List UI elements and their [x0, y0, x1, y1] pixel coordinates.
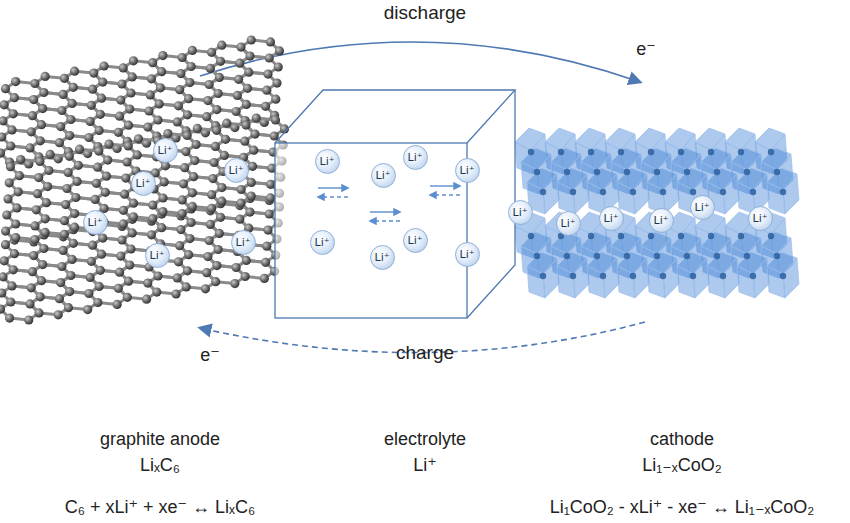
lithium-ion: Li⁺: [649, 208, 674, 233]
ion-label: Li⁺: [315, 237, 330, 248]
lithium-ion: Li⁺: [556, 211, 581, 236]
lithium-ion: Li⁺: [145, 243, 170, 268]
label-text: electrolyte: [384, 429, 466, 451]
lithium-ion: Li⁺: [371, 163, 396, 188]
lithium-ion: Li⁺: [310, 230, 335, 255]
lithium-ion: Li⁺: [508, 200, 533, 225]
label-text: charge: [396, 342, 454, 365]
label-text: e⁻: [636, 39, 656, 61]
ion-label: Li⁺: [460, 249, 475, 260]
lithium-ion: Li⁺: [599, 206, 624, 231]
ion-label: Li⁺: [460, 165, 475, 176]
ion-label: Li⁺: [236, 237, 251, 248]
label-text: Li₁₋ₓCoO₂: [642, 455, 722, 477]
discharge-arrow: [200, 42, 640, 82]
ion-label: Li⁺: [150, 250, 165, 261]
ion-label: Li⁺: [654, 215, 669, 226]
lithium-ion: Li⁺: [131, 171, 156, 196]
lithium-ion: Li⁺: [83, 210, 108, 235]
lithium-ion: Li⁺: [690, 195, 715, 220]
label-text: e⁻: [200, 345, 220, 367]
label-text: Li⁺: [413, 455, 437, 477]
ion-label: Li⁺: [561, 218, 576, 229]
ion-label: Li⁺: [695, 202, 710, 213]
lithium-ion: Li⁺: [455, 242, 480, 267]
ion-label: Li⁺: [158, 145, 173, 156]
lithium-ion: Li⁺: [153, 138, 178, 163]
lithium-ion: Li⁺: [315, 149, 340, 174]
label-text: C₆ + xLi⁺ + xe⁻ ↔ LiₓC₆: [65, 497, 256, 519]
cathode-layers: [515, 128, 799, 298]
ion-label: Li⁺: [320, 156, 335, 167]
ion-label: Li⁺: [229, 165, 244, 176]
ion-drift-arrows: [318, 186, 460, 221]
ion-label: Li⁺: [513, 207, 528, 218]
ion-label: Li⁺: [376, 170, 391, 181]
lithium-ion: Li⁺: [403, 228, 428, 253]
label-text: cathode: [650, 429, 714, 451]
electrolyte-box: [275, 90, 515, 318]
label-text: Li₁CoO₂ - xLi⁺ - xe⁻ ↔ Li₁₋ₓCoO₂: [550, 497, 815, 519]
ion-label: Li⁺: [136, 178, 151, 189]
lithium-ion: Li⁺: [224, 158, 249, 183]
lithium-ion: Li⁺: [403, 145, 428, 170]
ion-label: Li⁺: [88, 217, 103, 228]
lithium-ion: Li⁺: [370, 245, 395, 270]
label-text: graphite anode: [100, 429, 220, 451]
ion-label: Li⁺: [753, 213, 768, 224]
lithium-ion: Li⁺: [455, 158, 480, 183]
ion-label: Li⁺: [408, 152, 423, 163]
ion-label: Li⁺: [375, 252, 390, 263]
label-text: discharge: [384, 2, 466, 25]
graphite-layers: [0, 35, 289, 324]
label-text: LiₓC₆: [140, 455, 180, 477]
ion-label: Li⁺: [408, 235, 423, 246]
ion-label: Li⁺: [604, 213, 619, 224]
lithium-ion: Li⁺: [748, 206, 773, 231]
lithium-ion: Li⁺: [231, 230, 256, 255]
